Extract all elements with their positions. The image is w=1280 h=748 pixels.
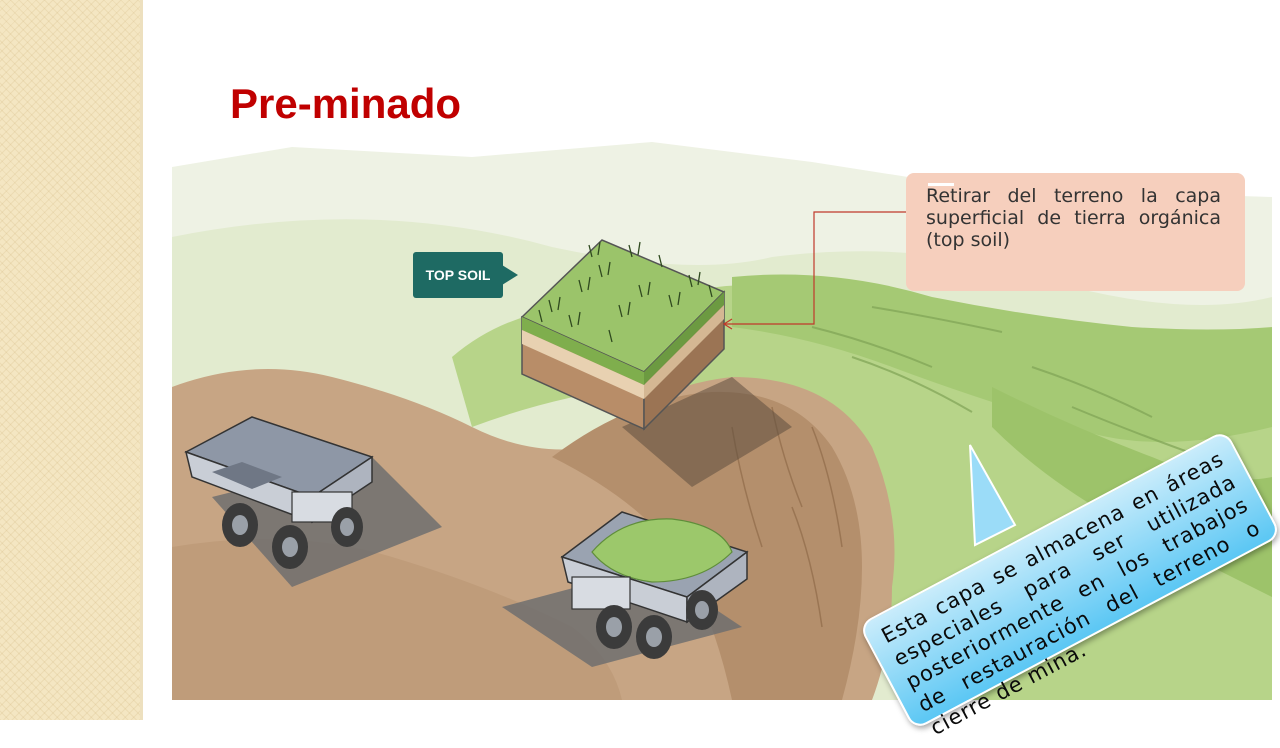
loaded-dump-truck-icon	[560, 511, 749, 659]
decorative-side-strip	[0, 0, 140, 720]
slide-title: Pre-minado	[230, 80, 462, 127]
info-text: Retirar del terreno la capa superficial …	[926, 185, 1221, 251]
soil-block-icon	[520, 239, 726, 431]
info-callout: Retirar del terreno la capa superficial …	[906, 173, 1245, 291]
callout-dash	[928, 183, 954, 186]
side-divider	[140, 0, 143, 720]
dump-truck-icon	[184, 416, 374, 569]
bubble-pointer	[969, 444, 1017, 547]
top-soil-tag: TOP SOIL	[413, 252, 518, 298]
